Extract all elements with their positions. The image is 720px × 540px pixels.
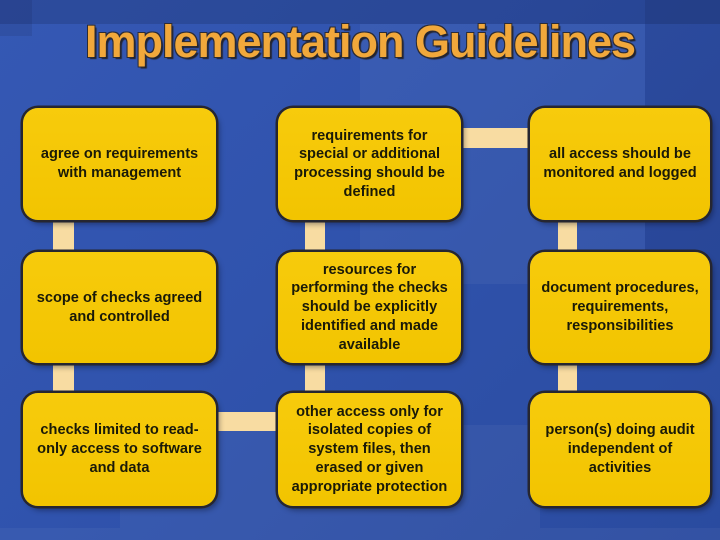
connector-col1-row1-row2 (53, 210, 74, 262)
connector-col2-row2-row3 (305, 356, 325, 402)
connector-col3-row2-row3 (558, 356, 577, 402)
flow-box-resources-for-checks: resources for performing the checks shou… (278, 252, 461, 363)
flow-box-scope-of-checks: scope of checks agreed and controlled (23, 252, 216, 363)
flow-box-special-processing: requirements for special or additional p… (278, 108, 461, 220)
flow-box-read-only-access: checks limited to read- only access to s… (23, 393, 216, 506)
flow-box-document-procedures: document procedures, requirements, respo… (530, 252, 710, 363)
flow-box-independent-auditor: person(s) doing audit independent of act… (530, 393, 710, 506)
connector-col3-row1-row2 (558, 210, 577, 262)
flow-box-isolated-copies: other access only for isolated copies of… (278, 393, 461, 506)
connector-row1-col2-col3 (455, 128, 535, 148)
slide-title: Implementation Guidelines (84, 16, 636, 67)
flow-box-agree-requirements: agree on requirements with management (23, 108, 216, 220)
connector-col1-row2-row3 (53, 356, 74, 402)
flow-box-access-monitored: all access should be monitored and logge… (530, 108, 710, 220)
background-texture (0, 528, 720, 540)
connector-col2-row1-row2 (305, 210, 325, 262)
connector-row3-col1-col2 (210, 412, 284, 431)
